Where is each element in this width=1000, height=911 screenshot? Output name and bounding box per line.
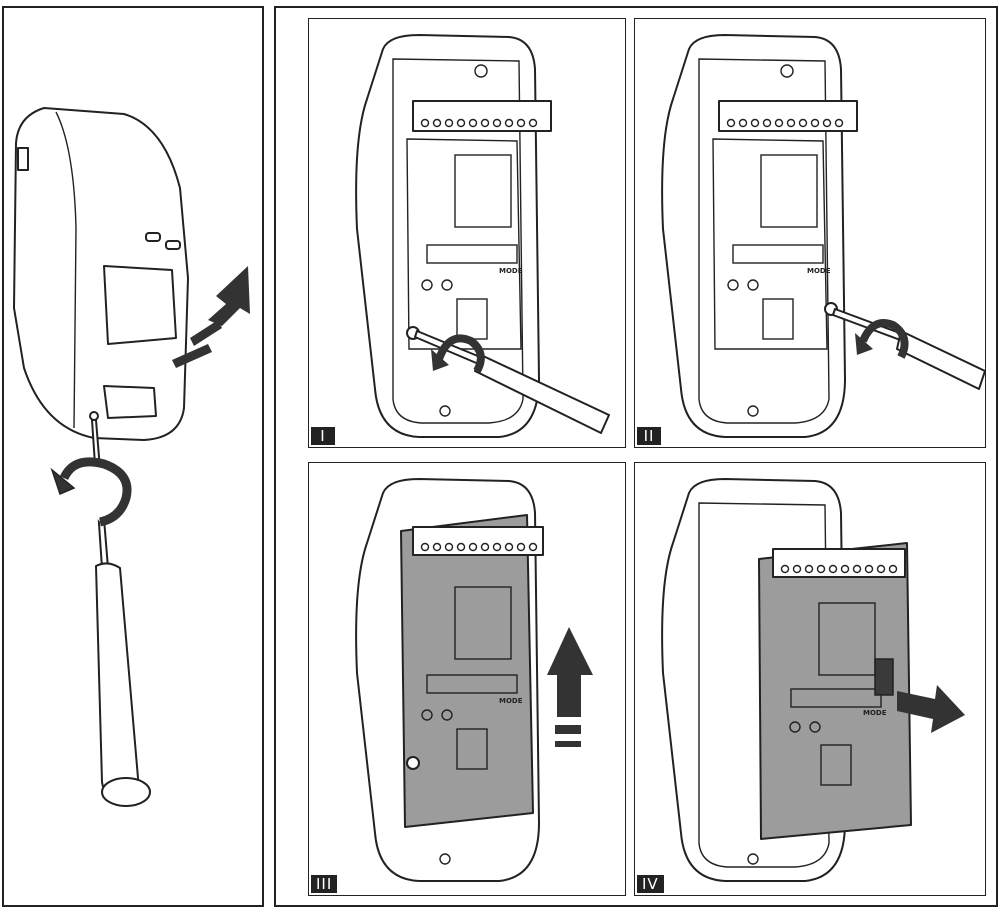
step-panel-4: MODE IV bbox=[634, 462, 986, 896]
terminal-block bbox=[412, 100, 552, 132]
mounting-bracket bbox=[456, 728, 488, 770]
led-1 bbox=[145, 232, 161, 242]
direction-arrow-icon bbox=[172, 266, 250, 368]
direction-arrow-icon bbox=[547, 627, 593, 747]
mode-label: MODE bbox=[499, 267, 523, 275]
left-panel-remove-cover bbox=[2, 6, 264, 907]
board-pull-out-illustration: MODE bbox=[661, 478, 965, 882]
board-chip bbox=[454, 154, 512, 228]
housing-notch bbox=[17, 147, 29, 171]
base-unscrew-illustration: MODE bbox=[355, 34, 610, 438]
cover-screw bbox=[89, 411, 99, 421]
terminal-screws bbox=[780, 564, 898, 574]
mode-label: MODE bbox=[863, 709, 887, 717]
terminal-screws bbox=[420, 118, 538, 128]
board-slide-up-illustration: MODE bbox=[355, 478, 593, 882]
board-clip bbox=[874, 658, 894, 696]
mode-label: MODE bbox=[499, 697, 523, 705]
detector-cover-illustration bbox=[13, 107, 250, 807]
electronics-board bbox=[400, 514, 534, 828]
mode-label: MODE bbox=[807, 267, 831, 275]
dip-switch-row bbox=[426, 244, 518, 264]
step-label-3: III bbox=[311, 875, 338, 893]
detector-housing bbox=[13, 107, 189, 441]
base-housing bbox=[355, 34, 540, 438]
board-screw bbox=[406, 756, 420, 770]
rotate-arrow-icon bbox=[431, 334, 485, 373]
terminal-block bbox=[772, 548, 906, 578]
dip-switch-row bbox=[790, 688, 882, 708]
dip-switch-row bbox=[426, 674, 518, 694]
mounting-bracket bbox=[762, 298, 794, 340]
step-label-4: IV bbox=[637, 875, 664, 893]
lower-lens bbox=[103, 385, 157, 419]
board-chip bbox=[454, 586, 512, 660]
step-panel-1: MODE I bbox=[308, 18, 626, 448]
terminal-screws bbox=[726, 118, 844, 128]
board-chip bbox=[818, 602, 876, 676]
terminal-block bbox=[412, 526, 544, 556]
led-2 bbox=[165, 240, 181, 250]
electronics-board bbox=[712, 138, 828, 350]
base-housing bbox=[661, 34, 846, 438]
step-label-1: I bbox=[311, 427, 335, 445]
rotate-arrow-icon bbox=[855, 319, 909, 359]
step-panel-2: MODE II bbox=[634, 18, 986, 448]
rotate-arrow-icon bbox=[50, 457, 132, 527]
terminal-block bbox=[718, 100, 858, 132]
screwdriver-icon bbox=[832, 308, 985, 390]
step-panel-3: MODE III bbox=[308, 462, 626, 896]
direction-arrow-icon bbox=[897, 685, 965, 733]
lens-window bbox=[103, 265, 177, 345]
terminal-screws bbox=[420, 542, 538, 552]
mounting-bracket bbox=[820, 744, 852, 786]
electronics-board bbox=[406, 138, 522, 350]
board-unscrew-illustration: MODE bbox=[661, 34, 985, 438]
dip-switch-row bbox=[732, 244, 824, 264]
step-label-2: II bbox=[637, 427, 661, 445]
board-chip bbox=[760, 154, 818, 228]
